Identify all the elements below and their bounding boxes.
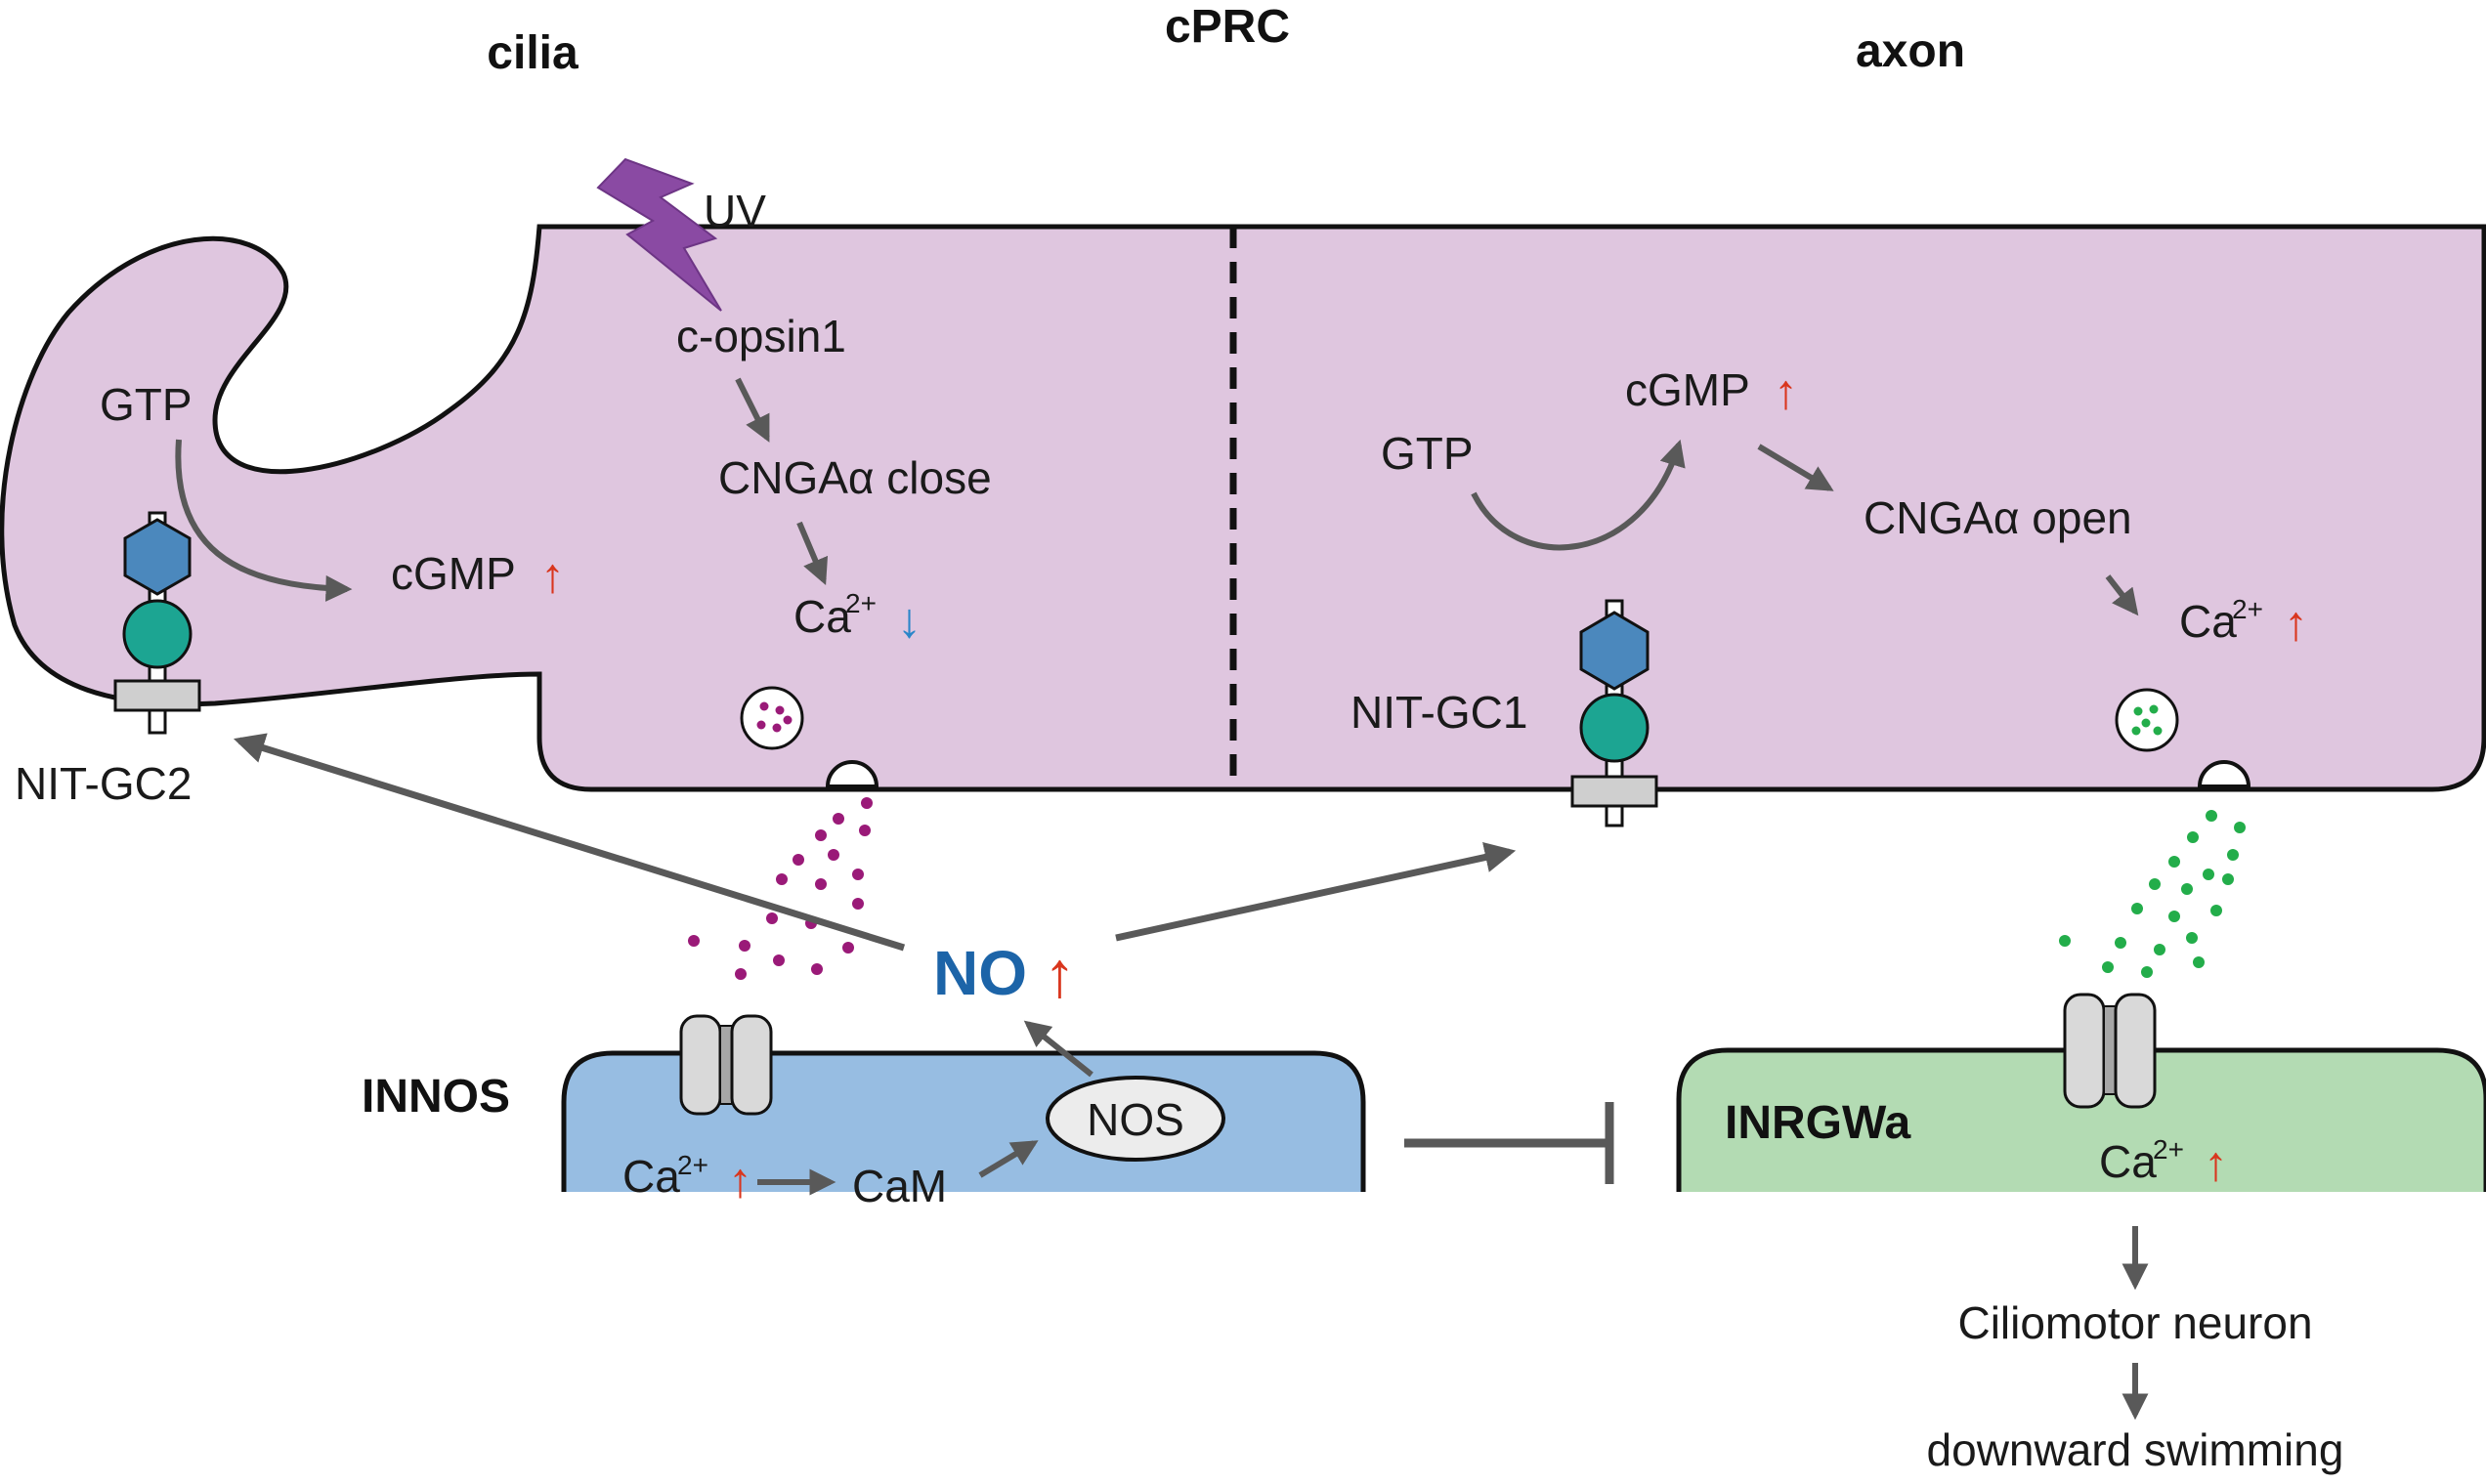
inrgwa-ca-label: Ca	[2099, 1136, 2157, 1187]
header-cilia: cilia	[487, 27, 579, 79]
nitgc2-circle	[122, 599, 193, 669]
nitgc2-membrane-block	[113, 679, 201, 712]
cnga-close-label: CNGAα close	[718, 452, 992, 503]
nitgc1-hexagon	[1579, 611, 1650, 691]
arrow-no-to-nitgc1	[1115, 841, 1517, 942]
purple-release-pore	[825, 760, 879, 788]
innos-label: INNOS	[362, 1071, 510, 1123]
green-released-dots	[2059, 810, 2246, 978]
cnga-open-label: CNGAα open	[1864, 492, 2132, 543]
nitgc2-hexagon	[123, 518, 192, 596]
swimming-label: downward swimming	[1927, 1424, 2344, 1475]
arrow-gtp-to-cgmp-cilia	[175, 439, 353, 602]
ciliomotor-label: Ciliomotor neuron	[1957, 1297, 2312, 1348]
nos-label: NOS	[1087, 1094, 1184, 1145]
uv-lightning-icon	[596, 157, 722, 312]
purple-vesicle	[740, 686, 804, 750]
axon-cgmp-label: cGMP	[1625, 364, 1750, 415]
purple-released-dots	[688, 797, 873, 980]
cilia-cgmp-label: cGMP	[391, 548, 516, 599]
axon-ca-up-arrow: ↑	[2284, 596, 2308, 651]
nitgc1-membrane-block	[1570, 775, 1658, 808]
nos-ellipse	[1046, 1076, 1225, 1162]
inrgwa-channel	[2063, 993, 2157, 1109]
axon-cgmp-up-arrow: ↑	[1774, 364, 1798, 419]
copsin-label: c-opsin1	[676, 311, 846, 361]
arrow-cnga-to-ca	[796, 521, 829, 585]
arrow-cam-to-nos	[978, 1140, 1039, 1178]
innos-ca-superscript: 2+	[677, 1150, 708, 1180]
innos-channel	[679, 1014, 773, 1116]
arrow-nos-to-no	[1023, 1020, 1093, 1078]
header-cprc: cPRC	[1165, 1, 1290, 53]
inrgwa-ca-superscript: 2+	[2153, 1134, 2184, 1165]
no-up-arrow: ↑	[1044, 938, 1076, 1010]
inrgwa-ca-up-arrow: ↑	[2204, 1136, 2228, 1191]
nitgc1-circle	[1579, 693, 1650, 763]
axon-ca-superscript: 2+	[2232, 594, 2263, 624]
arrow-no-to-nitgc2	[233, 733, 906, 952]
cam-label: CaM	[852, 1161, 947, 1211]
arrow-gtp-to-cgmp-axon	[1471, 439, 1686, 551]
nitgc2-receptor	[113, 511, 201, 735]
header-axon: axon	[1856, 25, 1965, 77]
green-release-pore	[2197, 760, 2251, 788]
uv-label: UV	[704, 186, 766, 236]
arrow-cnga-to-ca-axon	[2105, 574, 2139, 616]
innos-ca-up-arrow: ↑	[728, 1153, 752, 1208]
cilia-ca-down-arrow: ↓	[897, 593, 922, 648]
cilia-cgmp-up-arrow: ↑	[540, 548, 565, 603]
nitgc1-label: NIT-GC1	[1350, 687, 1527, 738]
inrgwa-label: INRGWa	[1725, 1097, 1911, 1149]
cilia-ca-superscript: 2+	[845, 588, 877, 618]
arrow-copsin-to-cnga	[735, 377, 770, 443]
cprc-cell-body	[0, 224, 2486, 792]
cilia-ca-label: Ca	[793, 591, 851, 642]
no-label: NO	[933, 938, 1027, 1008]
nitgc1-receptor	[1570, 599, 1658, 827]
arrow-cgmp-to-cnga	[1757, 444, 1834, 491]
axon-ca-label: Ca	[2179, 596, 2237, 647]
nitgc2-label: NIT-GC2	[15, 758, 192, 809]
innos-ca-label: Ca	[622, 1151, 680, 1202]
axon-gtp-label: GTP	[1381, 428, 1474, 479]
cilia-gtp-label: GTP	[100, 379, 193, 430]
